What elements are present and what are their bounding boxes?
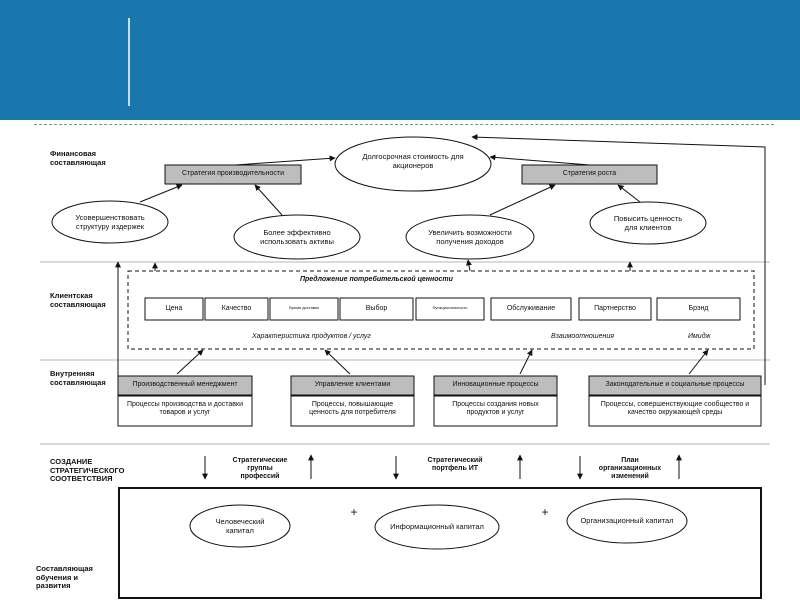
- arrow-customer-mgmt-to-proposition: [324, 349, 351, 375]
- process-title-regulatory: Законодательные и социальные процессы: [605, 381, 745, 388]
- arrow-productivity-to-goal: [234, 155, 336, 166]
- alignment-it-portfolio: Стратегический портфель ИТ: [427, 457, 483, 473]
- arrow-cost-to-productivity: [139, 184, 183, 203]
- section-label-learning: Составляющая обучения и развития: [36, 564, 93, 591]
- oval-revenue-opportunities: [405, 214, 535, 260]
- strategy-productivity-box: [164, 164, 302, 185]
- alignment-change-plan: План организационных изменений: [598, 457, 662, 481]
- attribute-price: Цена: [165, 305, 183, 312]
- section-label-client: Клиентская составляющая: [50, 291, 106, 309]
- capital-human: Человеческий капитал: [215, 517, 265, 535]
- attribute-brand: Брэнд: [688, 305, 709, 312]
- process-desc-customer: Процессы, повышающие ценность для потреб…: [309, 401, 396, 417]
- section-label-alignment: СОЗДАНИЕ СТРАТЕГИЧЕСКОГО СООТВЕТСТВИЯ: [50, 457, 125, 484]
- attribute-partnership: Партнерство: [594, 305, 636, 312]
- capital-information: Информационный капитал: [390, 522, 484, 531]
- attribute-functionality: Функциональность: [432, 305, 468, 310]
- strategy-growth-label: Стратегия роста: [562, 170, 617, 177]
- title-band: [0, 0, 800, 120]
- attribute-quality: Качество: [221, 305, 252, 312]
- process-desc-box-innovation: [433, 395, 558, 427]
- oval-information-capital: [374, 504, 500, 550]
- connector-arrows: [115, 134, 766, 480]
- attribute-service: Обслуживание: [506, 305, 556, 312]
- oval-label-revenue-opportunities: Увеличить возможности получения доходов: [428, 228, 512, 246]
- process-desc-production: Процессы производства и доставки товаров…: [126, 401, 243, 417]
- oval-cost-structure: [51, 200, 169, 244]
- oval-label-cost-structure: Усовершенствовать структуру издержек: [75, 213, 145, 231]
- label-product-attributes: Характеристика продуктов / услуг: [252, 333, 371, 340]
- goal-shareholder-value-oval: [334, 136, 492, 192]
- arrow-revenue-to-growth: [489, 184, 556, 216]
- process-title-innovation: Инновационные процессы: [452, 381, 539, 388]
- attribute-box-service: [490, 297, 572, 321]
- oval-organization-capital: [566, 498, 688, 544]
- plus-sign-1: +: [350, 505, 358, 519]
- attribute-choice: Выбор: [365, 305, 388, 312]
- process-desc-regulatory: Процессы, совершенствующие сообщество и …: [600, 401, 750, 417]
- process-title-customer: Управление клиентами: [314, 381, 391, 388]
- value-proposition-title: Предложение потребительской ценности: [300, 276, 453, 283]
- arrow-proposition-to-revenue: [466, 259, 472, 272]
- alignment-professions: Стратегические группы профессий: [232, 457, 288, 481]
- process-title-box-customer: [290, 375, 415, 396]
- arrow-regulatory-to-proposition: [688, 349, 709, 375]
- attribute-box-brand: [656, 297, 741, 321]
- process-desc-box-regulatory: [588, 395, 762, 427]
- process-title-box-regulatory: [588, 375, 762, 396]
- attribute-box-functionality: [415, 297, 485, 321]
- process-title-production: Производственный менеджмент: [132, 381, 238, 388]
- attribute-boxes: [144, 297, 741, 321]
- title-accent-line: [128, 18, 130, 106]
- oval-label-asset-utilization: Более эффективно использовать активы: [260, 228, 334, 246]
- process-desc-innovation: Процессы создания новых продуктов и услу…: [452, 401, 539, 417]
- label-image: Имидж: [688, 333, 711, 340]
- attribute-box-price: [144, 297, 204, 321]
- section-dividers: [40, 261, 770, 445]
- process-desc-box-production: [117, 395, 253, 427]
- process-desc-box-customer: [290, 395, 415, 427]
- arrow-assets-to-productivity: [254, 184, 283, 216]
- attribute-delivery-time: Время доставки: [289, 305, 319, 310]
- oval-human-capital: [189, 504, 291, 548]
- goal-shareholder-value: Долгосрочная стоимость для акционеров: [362, 152, 464, 170]
- arrow-regulatory-to-goal: [471, 134, 766, 385]
- strategy-productivity-label: Стратегия производительности: [181, 170, 285, 177]
- arrow-growth-to-goal: [489, 154, 591, 166]
- section-label-internal: Внутренняя составляющая: [50, 369, 106, 387]
- value-proposition-frame: [127, 270, 755, 350]
- section-label-financial: Финансовая составляющая: [50, 149, 106, 167]
- oval-asset-utilization: [233, 214, 361, 260]
- plus-sign-2: +: [541, 505, 549, 519]
- arrow-innovation-to-proposition: [519, 349, 533, 375]
- capital-organization: Организационный капитал: [580, 516, 674, 525]
- process-boxes: [117, 375, 762, 427]
- oval-customer-value: [589, 201, 707, 245]
- arrow-customer-value-to-growth: [617, 184, 641, 203]
- attribute-box-delivery-time: [269, 297, 339, 321]
- attribute-box-partnership: [578, 297, 652, 321]
- label-relationship: Взаимоотношения: [551, 333, 614, 340]
- oval-label-customer-value: Повысить ценность для клиентов: [613, 214, 683, 232]
- attribute-box-quality: [204, 297, 269, 321]
- process-title-box-innovation: [433, 375, 558, 396]
- header-divider: [34, 124, 774, 125]
- attribute-box-choice: [339, 297, 414, 321]
- arrow-production-to-proposition: [176, 349, 204, 375]
